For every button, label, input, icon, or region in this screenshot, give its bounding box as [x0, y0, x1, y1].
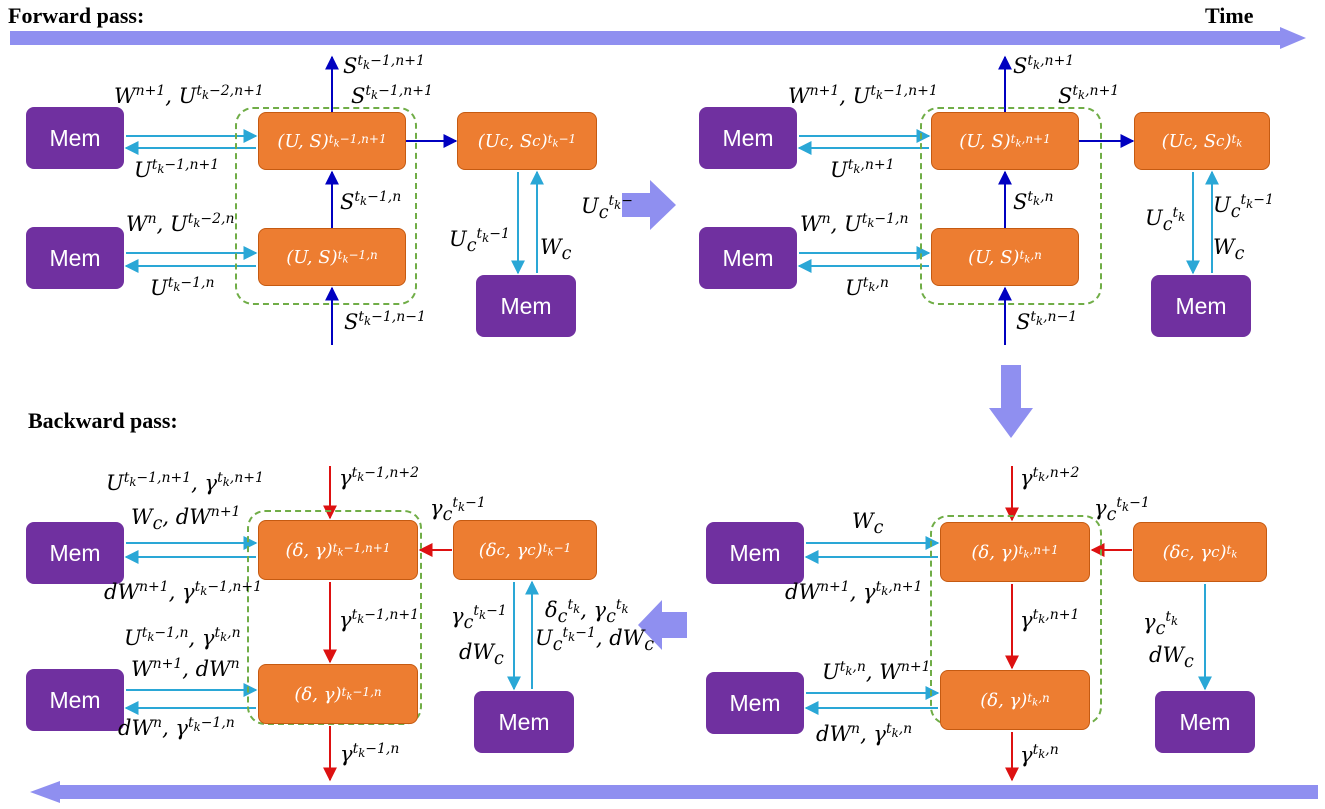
bl-label-delta-gamma-c: δctk, γctk — [545, 597, 629, 628]
bl-label-u-gamma-top: Utk−1,n+1, γtk,n+1 — [106, 470, 264, 495]
bl-mem-bottom: Mem — [26, 669, 124, 731]
tr-dashed-group — [920, 107, 1102, 305]
tr-label-spike-n: Stk,n — [1013, 189, 1054, 214]
tl-label-mem-top-out: Utk−1,n+1 — [134, 157, 220, 182]
bl-label-dw-gamma-top: dWn+1, γtk−1,n+1 — [104, 579, 263, 604]
br-label-dw-gamma-top: dWn+1, γtk,n+1 — [785, 579, 923, 604]
time-label: Time — [1205, 3, 1254, 28]
bl-state-n-plus-1: (δ, γ)tk−1,n+1 — [258, 520, 418, 580]
tl-state-n-plus-1: (U, S)tk−1,n+1 — [258, 112, 406, 170]
bl-label-gamma-c-top: γctk−1 — [430, 495, 486, 526]
br-label-gamma-c: γctk — [1143, 609, 1179, 640]
bl-label-gamma-c: γctk−1 — [451, 603, 507, 634]
bl-label-grad-in: γtk−1,n+2 — [339, 465, 420, 490]
br-label-u-w-bottom: Utk,n, Wn+1 — [822, 659, 931, 684]
bl-state-n: (δ, γ)tk−1,n — [258, 664, 418, 724]
bl-mem-top: Mem — [26, 522, 124, 584]
transition-arrow-left — [638, 600, 687, 650]
forward-pass-heading: Forward pass: — [8, 3, 145, 28]
bl-dashed-group — [247, 510, 422, 725]
tl-mem-compressed: Mem — [476, 275, 576, 337]
bl-label-u-gamma-bottom: Utk−1,n, γtk,n — [124, 625, 241, 650]
tr-label-spike-n-plus-1: Stk,n+1 — [1058, 83, 1120, 108]
tr-label-uc-prev: Uctk−1 — [1213, 192, 1274, 223]
tl-mem-top: Mem — [26, 107, 124, 169]
tr-state-n: (U, S)tk,n — [931, 228, 1079, 286]
br-mem-top: Mem — [706, 522, 804, 584]
tl-label-wc: Wc — [540, 235, 572, 265]
br-label-grad-out: γtk,n — [1020, 742, 1059, 767]
tr-label-mem-top-out: Utk,n+1 — [830, 157, 895, 182]
bl-mem-compressed: Mem — [474, 691, 574, 753]
backward-pass-heading: Backward pass: — [28, 408, 178, 433]
br-label-dw-gamma-bottom: dWn, γtk,n — [816, 721, 913, 746]
br-label-dwc: dWc — [1149, 643, 1194, 673]
tr-mem-compressed: Mem — [1151, 275, 1251, 337]
bl-label-grad-down: γtk−1,n+1 — [339, 607, 420, 632]
tl-label-uc: Uctk−1 — [449, 226, 510, 257]
transition-arrow-down — [989, 365, 1033, 438]
tl-label-weights-bottom: Wn, Utk−2,n — [126, 211, 235, 236]
tl-label-mem-bottom-out: Utk−1,n — [150, 275, 215, 300]
time-arrow-forward — [10, 27, 1306, 49]
tr-label-weights-top: Wn+1, Utk−1,n+1 — [788, 83, 938, 108]
br-state-n-plus-1: (δ, γ)tk,n+1 — [940, 522, 1090, 582]
bl-label-wc-dw: Wc, dWn+1 — [131, 504, 241, 535]
tr-label-spike-in: Stk,n−1 — [1016, 309, 1078, 334]
bl-label-dw-gamma-bottom: dWn, γtk−1,n — [118, 715, 235, 740]
tl-label-spike-n: Stk−1,n — [340, 189, 402, 214]
br-label-grad-in: γtk,n+2 — [1020, 465, 1080, 490]
tl-label-spike-in: Stk−1,n−1 — [344, 309, 426, 334]
transition-arrow-right — [622, 180, 676, 230]
bl-label-w-dw-bottom: Wn+1, dWn — [131, 656, 240, 681]
br-label-gamma-c-top: γctk−1 — [1094, 495, 1150, 526]
bl-label-uc-dwc: Uctk−1, dWc — [535, 625, 655, 656]
time-arrow-backward — [30, 781, 1318, 803]
br-mem-compressed: Mem — [1155, 691, 1255, 753]
tr-mem-bottom: Mem — [699, 227, 797, 289]
tl-label-spike-out: Stk−1,n+1 — [343, 53, 425, 78]
tr-mem-top: Mem — [699, 107, 797, 169]
br-mem-bottom: Mem — [706, 672, 804, 734]
tl-label-uc-carry: Uctk− — [581, 193, 633, 224]
bl-label-grad-out: γtk−1,n — [340, 741, 400, 766]
br-state-n: (δ, γ)tk,n — [940, 670, 1090, 730]
tr-label-weights-bottom: Wn, Utk−1,n — [800, 211, 909, 236]
tl-label-spike-n-plus-1: Stk−1,n+1 — [351, 83, 433, 108]
tr-label-spike-out: Stk,n+1 — [1013, 53, 1075, 78]
br-label-wc: Wc — [852, 509, 884, 539]
tl-label-weights-top: Wn+1, Utk−2,n+1 — [114, 83, 264, 108]
tr-state-n-plus-1: (U, S)tk,n+1 — [931, 112, 1079, 170]
tl-dashed-group — [235, 107, 417, 305]
bl-label-dwc: dWc — [459, 640, 504, 670]
tl-mem-bottom: Mem — [26, 227, 124, 289]
tl-state-n: (U, S)tk−1,n — [258, 228, 406, 286]
tr-label-uc: Uctk — [1145, 205, 1186, 236]
tr-label-wc: Wc — [1213, 235, 1245, 265]
tr-label-mem-bottom-out: Utk,n — [845, 275, 889, 300]
br-label-grad-down: γtk,n+1 — [1020, 607, 1080, 632]
